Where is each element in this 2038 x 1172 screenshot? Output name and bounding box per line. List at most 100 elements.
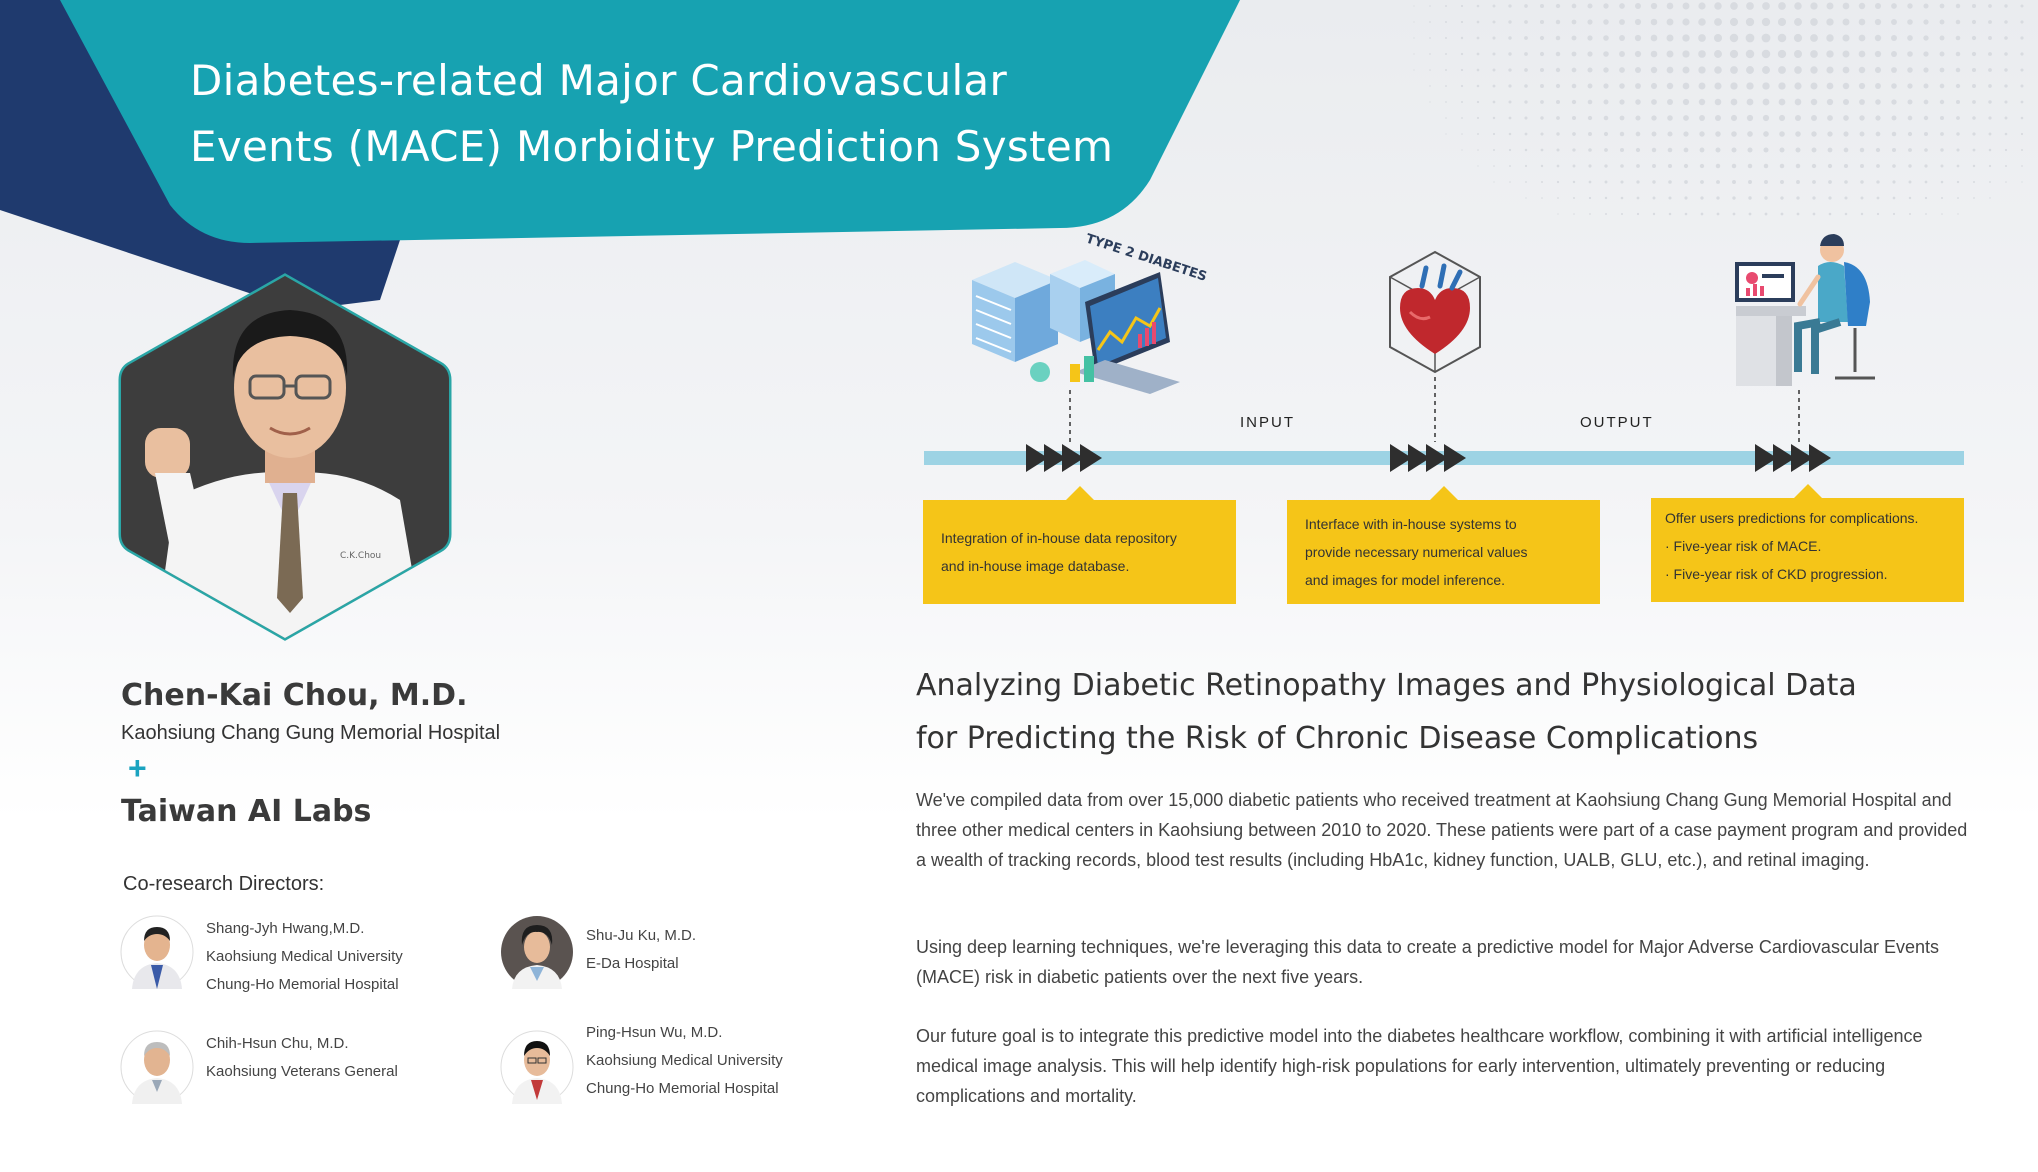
decorative-dot (1461, 117, 1463, 119)
decorative-dot (1891, 99, 1897, 105)
decorative-dot (1666, 2, 1674, 10)
decorative-dot (1713, 33, 1723, 43)
decorative-dot (1956, 148, 1960, 152)
decorative-dot (1445, 85, 1447, 87)
decorative-dot (1876, 196, 1880, 200)
decorative-dot (1524, 20, 1528, 24)
decorative-dot (1988, 132, 1992, 136)
decorative-dot (1957, 197, 1959, 199)
decorative-dot (1668, 196, 1672, 200)
decorative-dot (1890, 34, 1898, 42)
decorative-dot (1636, 212, 1640, 216)
callout-text: · Five-year risk of CKD progression. (1665, 566, 1888, 582)
decorative-dot (1572, 132, 1576, 136)
decorative-dot (1508, 4, 1512, 8)
director-affiliation: Chung-Ho Memorial Hospital (206, 976, 399, 993)
callout-text: · Five-year risk of MACE. (1665, 538, 1822, 554)
decorative-dot (1413, 53, 1415, 55)
decorative-dot (1634, 34, 1642, 42)
decorative-dot (1587, 35, 1593, 41)
decorative-dot (1794, 2, 1802, 10)
decorative-dot (1891, 19, 1897, 25)
decorative-dot (1477, 133, 1479, 135)
decorative-dot (1556, 164, 1560, 168)
article-paragraph: We've compiled data from over 15,000 dia… (916, 790, 1968, 870)
decorative-dot (2020, 84, 2024, 88)
decorative-dot (1666, 34, 1674, 42)
decorative-dot (1634, 18, 1642, 26)
decorative-dot (1619, 115, 1625, 121)
co-research-label: Co-research Directors: (123, 873, 325, 895)
decorative-dot (1684, 196, 1688, 200)
decorative-dot (1493, 149, 1495, 151)
decorative-dot (1858, 2, 1866, 10)
director-avatar (120, 915, 194, 989)
decorative-dot (1524, 148, 1528, 152)
decorative-dot (1892, 196, 1896, 200)
decorative-dot (1972, 100, 1976, 104)
decorative-dot (1761, 33, 1771, 43)
decorative-dot (1525, 197, 1527, 199)
decorative-dot (1843, 163, 1849, 169)
decorative-dot (1461, 133, 1463, 135)
decorative-dot (2004, 84, 2008, 88)
decorative-dot (1571, 67, 1577, 73)
decorative-dot (1714, 50, 1722, 58)
decorative-dot (1667, 131, 1673, 137)
decorative-dot (1763, 163, 1769, 169)
decorative-dot (1794, 18, 1802, 26)
decorative-dot (1714, 2, 1722, 10)
decorative-dot (1508, 36, 1512, 40)
decorative-dot (1761, 49, 1771, 59)
decorative-dot (1859, 131, 1865, 137)
decorative-dot (1682, 66, 1690, 74)
decorative-dot (1907, 51, 1913, 57)
workflow-step-callout: Interface with in-house systems to provi… (1287, 486, 1600, 604)
decorative-dot (1891, 83, 1897, 89)
decorative-dot (1572, 196, 1576, 200)
decorative-dot (1667, 115, 1673, 121)
decorative-dot (1604, 180, 1608, 184)
decorative-dot (1652, 180, 1656, 184)
decorative-dot (1940, 196, 1944, 200)
decorative-dot (1555, 35, 1561, 41)
decorative-dot (1493, 165, 1495, 167)
decorative-dot (2020, 52, 2024, 56)
decorative-dot (1413, 69, 1415, 71)
decorative-dot (1587, 19, 1593, 25)
decorative-dot (1860, 212, 1864, 216)
decorative-dot (1445, 21, 1447, 23)
decorative-dot (1604, 164, 1608, 168)
decorative-dot (1924, 180, 1928, 184)
decorative-dot (1698, 82, 1706, 90)
decorative-dot (1700, 212, 1704, 216)
decorative-dot (1698, 66, 1706, 74)
decorative-dot (1794, 98, 1802, 106)
decorative-dot (1988, 52, 1992, 56)
decorative-dot (1811, 115, 1817, 121)
decorative-dot (1826, 82, 1834, 90)
director-avatar (501, 916, 573, 989)
decorative-dot (1876, 180, 1880, 184)
decorative-dot (1843, 131, 1849, 137)
decorative-dot (1957, 213, 1959, 215)
decorative-dot (1795, 163, 1801, 169)
decorative-dot (1826, 50, 1834, 58)
decorative-dot (1603, 131, 1609, 137)
decorative-dot (1587, 99, 1593, 105)
decorative-dot (1556, 180, 1560, 184)
decorative-dot (1619, 19, 1625, 25)
decorative-dot (1714, 82, 1722, 90)
decorative-dot (1588, 148, 1592, 152)
decorative-dot (1700, 180, 1704, 184)
decorative-dot (1796, 196, 1800, 200)
decorative-dot (1746, 82, 1754, 90)
decorative-dot (1620, 164, 1624, 168)
arrow-icon (1390, 444, 1466, 472)
decorative-dot (2004, 52, 2008, 56)
decorative-dot (1460, 36, 1464, 40)
decorative-dot (1956, 116, 1960, 120)
decorative-dot (1939, 35, 1945, 41)
decorative-dot (1650, 34, 1658, 42)
decorative-dot (1429, 5, 1431, 7)
